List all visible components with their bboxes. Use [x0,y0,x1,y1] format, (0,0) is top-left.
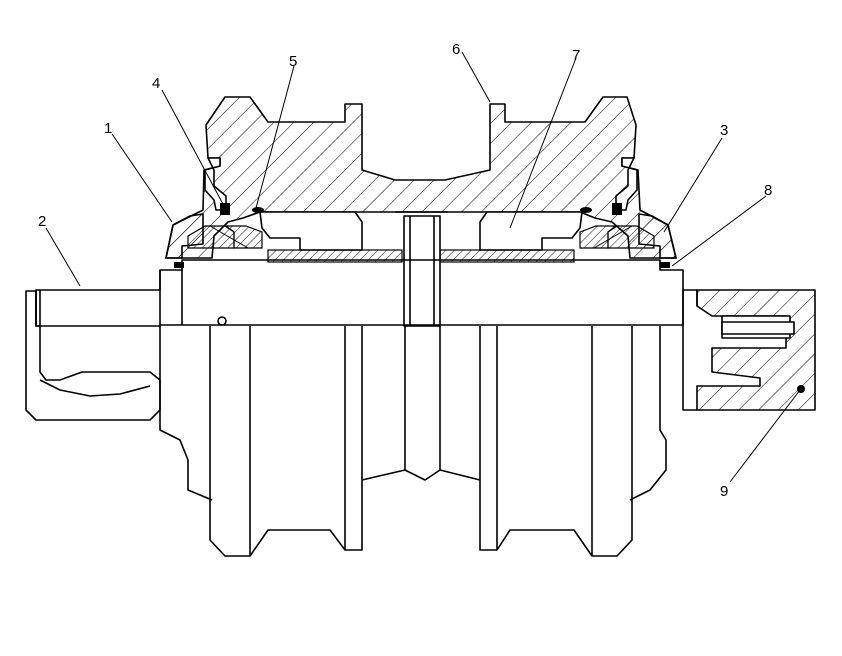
callout-9: 9 [720,483,728,500]
right-bearing [579,225,655,249]
callout-leaders [45,51,801,483]
center-web [395,211,448,327]
callout-5: 5 [289,53,297,70]
callout-1: 1 [104,120,112,137]
bushings [267,249,575,263]
callout-4: 4 [152,75,160,92]
seals [174,203,805,393]
left-end-housing [25,290,213,501]
callout-3: 3 [720,122,728,139]
lower-flanges [209,326,633,557]
callout-8: 8 [764,182,772,199]
right-end-cap [629,289,816,501]
callout-labels: 1 2 3 4 5 6 7 8 9 [38,41,772,500]
callout-6: 6 [452,41,460,58]
shaft [35,259,684,327]
callout-2: 2 [38,213,46,230]
left-bearing [187,225,263,249]
callout-7: 7 [572,47,580,64]
